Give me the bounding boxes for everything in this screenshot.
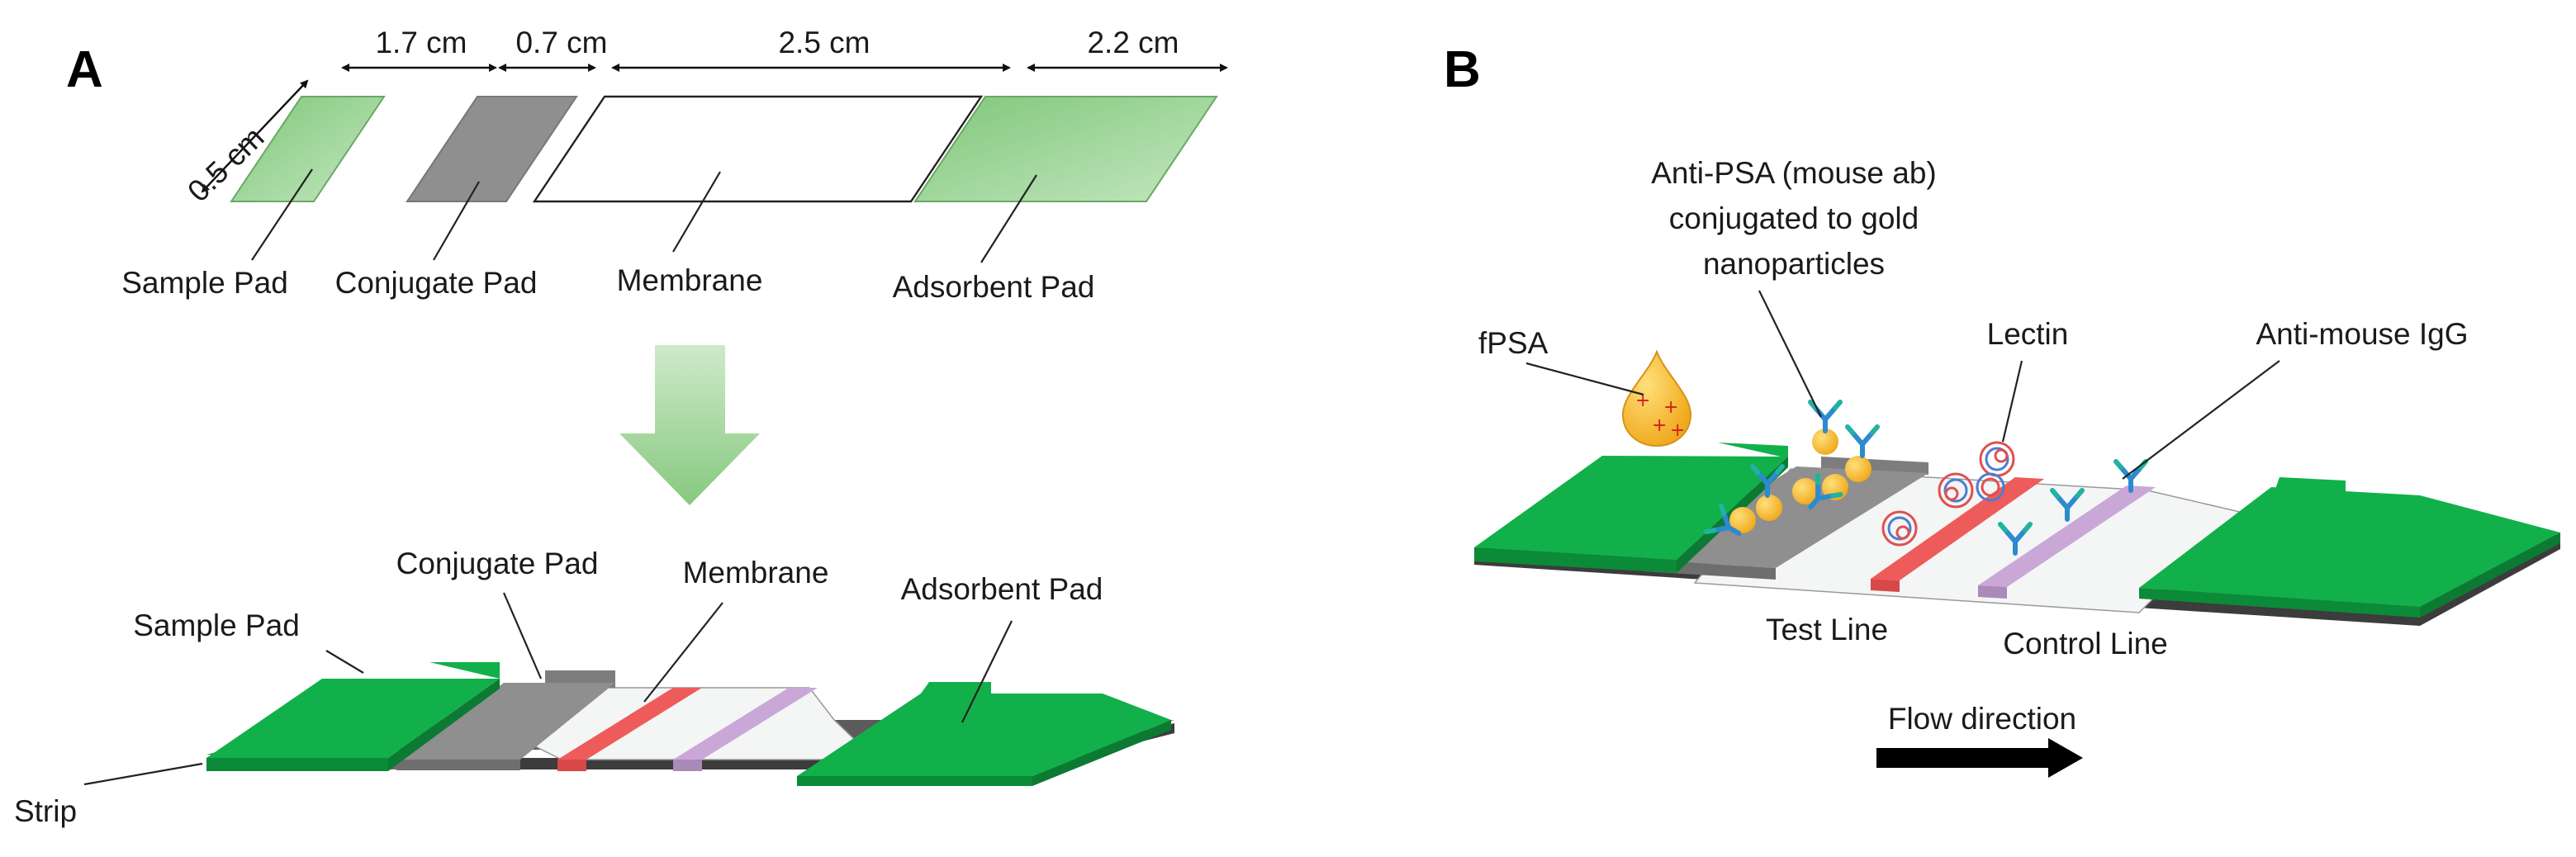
label-antibody-line3: nanoparticles bbox=[1703, 247, 1885, 281]
label-strip: Strip bbox=[14, 794, 77, 828]
svg-text:+: + bbox=[1652, 415, 1667, 436]
label-sample-pad: Sample Pad bbox=[121, 266, 288, 300]
label-anti-mouse-igg: Anti-mouse IgG bbox=[2256, 317, 2468, 351]
panel-b-letter: B bbox=[1444, 41, 1481, 98]
label-sample-pad-assembled: Sample Pad bbox=[133, 608, 300, 642]
label-membrane-assembled: Membrane bbox=[683, 556, 829, 589]
label-test-line: Test Line bbox=[1766, 613, 1888, 646]
assembled-strip-b bbox=[1474, 443, 2560, 626]
gold-nanoparticles bbox=[1729, 428, 1872, 533]
fpsa-droplet-icon: + + + + bbox=[1621, 349, 1692, 447]
label-antibody-line2: conjugated to gold bbox=[1669, 201, 1919, 235]
sample-pad-shape bbox=[230, 96, 386, 202]
lectin-icons bbox=[1881, 441, 2015, 547]
svg-text:+: + bbox=[1635, 391, 1650, 411]
assembled-strip-a bbox=[206, 662, 1174, 786]
label-control-line: Control Line bbox=[2003, 627, 2168, 661]
label-conjugate-pad-assembled: Conjugate Pad bbox=[396, 547, 599, 580]
dimension-conjugate-pad: 0.7 cm bbox=[515, 26, 607, 59]
label-fpsa: fPSA bbox=[1478, 326, 1549, 360]
panel-a-letter: A bbox=[66, 41, 103, 98]
conjugate-pad-shape bbox=[406, 96, 578, 202]
label-conjugate-pad: Conjugate Pad bbox=[335, 266, 538, 300]
label-adsorbent-pad-assembled: Adsorbent Pad bbox=[901, 572, 1103, 606]
label-lectin: Lectin bbox=[1987, 317, 2069, 351]
assembly-arrow-icon bbox=[619, 345, 760, 505]
label-antibody-line1: Anti-PSA (mouse ab) bbox=[1651, 156, 1936, 190]
dimension-arrows bbox=[201, 64, 1228, 193]
antibody-icons bbox=[1704, 400, 2148, 556]
flow-arrow-icon bbox=[1876, 738, 2083, 778]
adsorbent-pad-shape bbox=[913, 96, 1218, 202]
label-membrane: Membrane bbox=[617, 263, 763, 297]
dimension-sample-pad: 1.7 cm bbox=[375, 26, 467, 59]
label-flow-direction: Flow direction bbox=[1888, 702, 2076, 736]
membrane-shape bbox=[532, 95, 984, 203]
dimension-membrane: 2.5 cm bbox=[778, 26, 870, 59]
label-adsorbent-pad: Adsorbent Pad bbox=[893, 270, 1095, 304]
dimension-adsorbent-pad: 2.2 cm bbox=[1087, 26, 1179, 59]
svg-text:+: + bbox=[1663, 397, 1678, 418]
svg-text:+: + bbox=[1670, 420, 1685, 441]
